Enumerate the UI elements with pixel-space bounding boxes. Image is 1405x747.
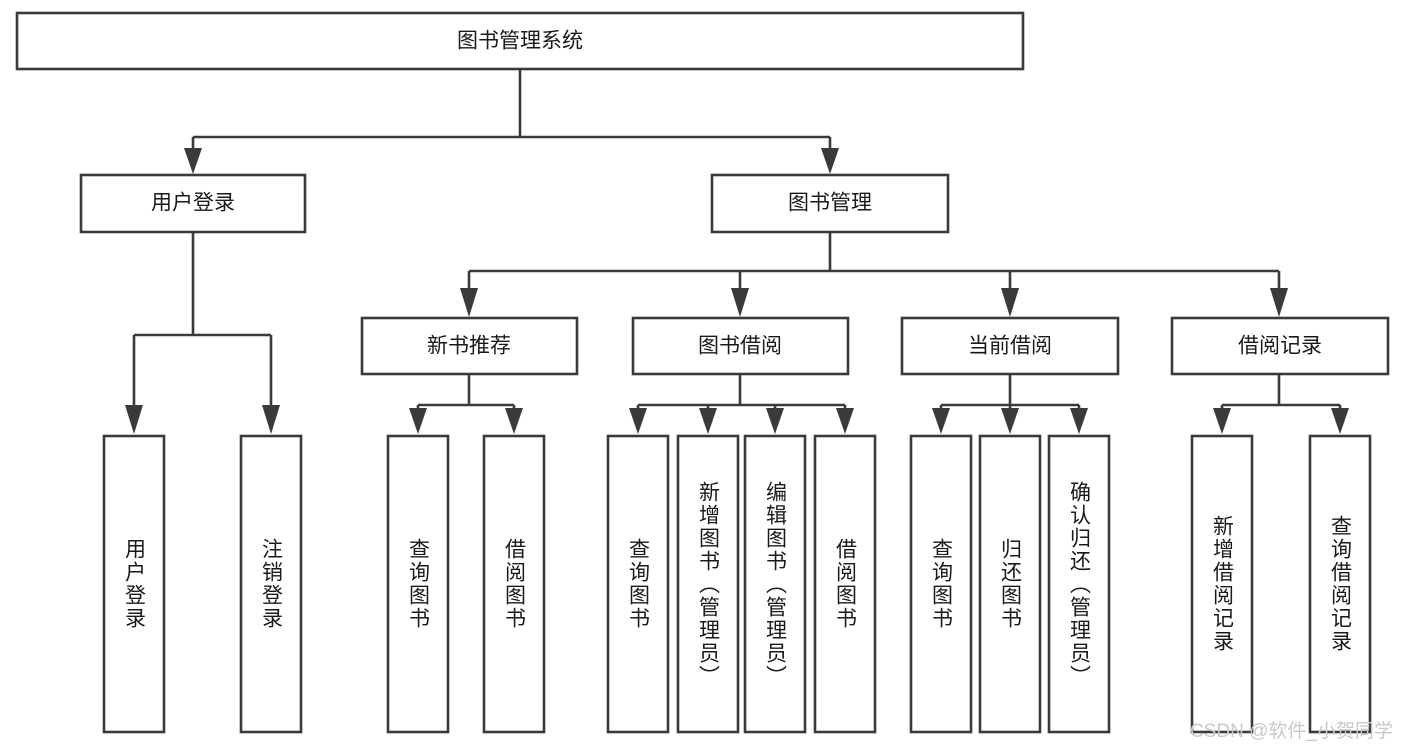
node-book-management[interactable]: 图书管理 [710, 173, 950, 234]
leaf-box-confirm-return[interactable] [1047, 434, 1111, 734]
leaf-box-query-book-1[interactable] [386, 434, 450, 734]
leaf-box-user-login[interactable] [102, 434, 166, 734]
connector-group-borrowrecord-to-leaves [1213, 374, 1349, 434]
leaf-box-add-record[interactable] [1190, 434, 1254, 734]
arrow-head-icon [184, 148, 202, 174]
node-new-book-recommend-label: 新书推荐 [427, 335, 511, 358]
node-current-borrow-label: 当前借阅 [968, 335, 1052, 358]
node-user-login-box[interactable] [79, 173, 307, 234]
arrow-head-icon [821, 148, 839, 174]
leaf-box-borrow-book-2[interactable] [813, 434, 877, 734]
leaf-label-query-book-1-wrap: 查询图书 [388, 436, 448, 732]
connector-group-bookmgmt-to-level3 [460, 232, 1288, 317]
node-book-borrow-label: 图书借阅 [698, 335, 782, 358]
leaf-label-query-book-3-wrap: 查询图书 [911, 436, 971, 732]
leaf-label-logout-wrap: 注销登录 [241, 436, 301, 732]
arrow-head-icon [836, 408, 854, 434]
arrow-head-icon [460, 288, 478, 317]
arrow-head-icon [125, 405, 143, 434]
leaf-box-borrow-book-1[interactable] [482, 434, 546, 734]
leaf-box-query-book-2[interactable] [606, 434, 670, 734]
node-book-borrow[interactable]: 图书借阅 [631, 316, 850, 376]
arrow-head-icon [766, 408, 784, 434]
leaf-box-logout[interactable] [239, 434, 303, 734]
arrow-head-icon [699, 408, 717, 434]
leaf-label-return-book-wrap: 归还图书 [980, 436, 1040, 732]
connector-group-newbook-to-leaves [409, 374, 523, 434]
connector-group-root-to-level2 [184, 69, 839, 174]
leaf-label-query-book-2-wrap: 查询图书 [608, 436, 668, 732]
node-new-book-recommend-box[interactable] [360, 316, 579, 376]
leaf-label-user-login: 用户登录 [122, 538, 146, 630]
leaf-label-edit-book: 编辑图书（管理员） [763, 480, 787, 688]
arrow-head-icon [629, 408, 647, 434]
leaf-label-return-book: 归还图书 [998, 538, 1022, 630]
leaf-label-user-login-wrap: 用户登录 [104, 436, 164, 732]
leaf-box-return-book[interactable] [978, 434, 1042, 734]
node-root[interactable]: 图书管理系统 [15, 11, 1025, 71]
leaf-label-borrow-book-1-wrap: 借阅图书 [484, 436, 544, 732]
leaf-box-query-record[interactable] [1308, 434, 1372, 734]
leaf-label-confirm-return-wrap: 确认归还（管理员） [1049, 436, 1109, 732]
connector-group-bookborrow-to-leaves [629, 374, 854, 434]
leaf-label-edit-book-wrap: 编辑图书（管理员） [745, 436, 805, 732]
node-borrow-record[interactable]: 借阅记录 [1170, 316, 1390, 376]
leaf-label-add-record-wrap: 新增借阅记录 [1192, 436, 1252, 732]
leaf-box-add-book[interactable] [676, 434, 740, 734]
arrow-head-icon [1001, 288, 1019, 317]
leaf-label-borrow-book-1: 借阅图书 [502, 538, 526, 630]
leaf-label-add-book-wrap: 新增图书（管理员） [678, 436, 738, 732]
leaf-label-add-book: 新增图书（管理员） [696, 480, 720, 688]
arrow-head-icon [505, 408, 523, 434]
arrow-head-icon [1213, 408, 1231, 434]
node-current-borrow[interactable]: 当前借阅 [900, 316, 1120, 376]
arrow-head-icon [1001, 408, 1019, 434]
node-current-borrow-box[interactable] [900, 316, 1120, 376]
connector-group-currentborrow-to-leaves [932, 374, 1088, 434]
arrow-head-icon [731, 288, 749, 317]
node-book-management-box[interactable] [710, 173, 950, 234]
arrow-head-icon [932, 408, 950, 434]
leaf-label-borrow-book-2: 借阅图书 [833, 538, 857, 630]
arrow-head-icon [409, 408, 427, 434]
leaf-label-borrow-book-2-wrap: 借阅图书 [815, 436, 875, 732]
leaf-label-query-record-wrap: 查询借阅记录 [1310, 436, 1370, 732]
leaf-boxes-group [102, 434, 1372, 734]
leaf-label-query-record: 查询借阅记录 [1328, 515, 1352, 653]
node-book-borrow-box[interactable] [631, 316, 850, 376]
leaf-label-confirm-return: 确认归还（管理员） [1067, 480, 1091, 688]
node-borrow-record-box[interactable] [1170, 316, 1390, 376]
arrow-head-icon [1331, 408, 1349, 434]
leaf-label-query-book-1: 查询图书 [406, 538, 430, 630]
leaf-label-query-book-2: 查询图书 [626, 538, 650, 630]
connector-group-login-to-leaves [125, 232, 280, 434]
node-new-book-recommend[interactable]: 新书推荐 [360, 316, 579, 376]
node-book-management-label: 图书管理 [788, 192, 872, 215]
node-root-box[interactable] [15, 11, 1025, 71]
node-borrow-record-label: 借阅记录 [1238, 335, 1322, 358]
arrow-head-icon [1070, 408, 1088, 434]
leaf-label-add-record: 新增借阅记录 [1210, 515, 1234, 653]
leaf-box-edit-book[interactable] [743, 434, 807, 734]
node-user-login-label: 用户登录 [151, 192, 235, 215]
node-user-login[interactable]: 用户登录 [79, 173, 307, 234]
node-root-label: 图书管理系统 [457, 30, 583, 53]
arrow-head-icon [262, 405, 280, 434]
leaf-label-logout: 注销登录 [259, 538, 283, 630]
leaf-box-query-book-3[interactable] [909, 434, 973, 734]
arrow-head-icon [1270, 288, 1288, 317]
leaf-label-query-book-3: 查询图书 [929, 538, 953, 630]
